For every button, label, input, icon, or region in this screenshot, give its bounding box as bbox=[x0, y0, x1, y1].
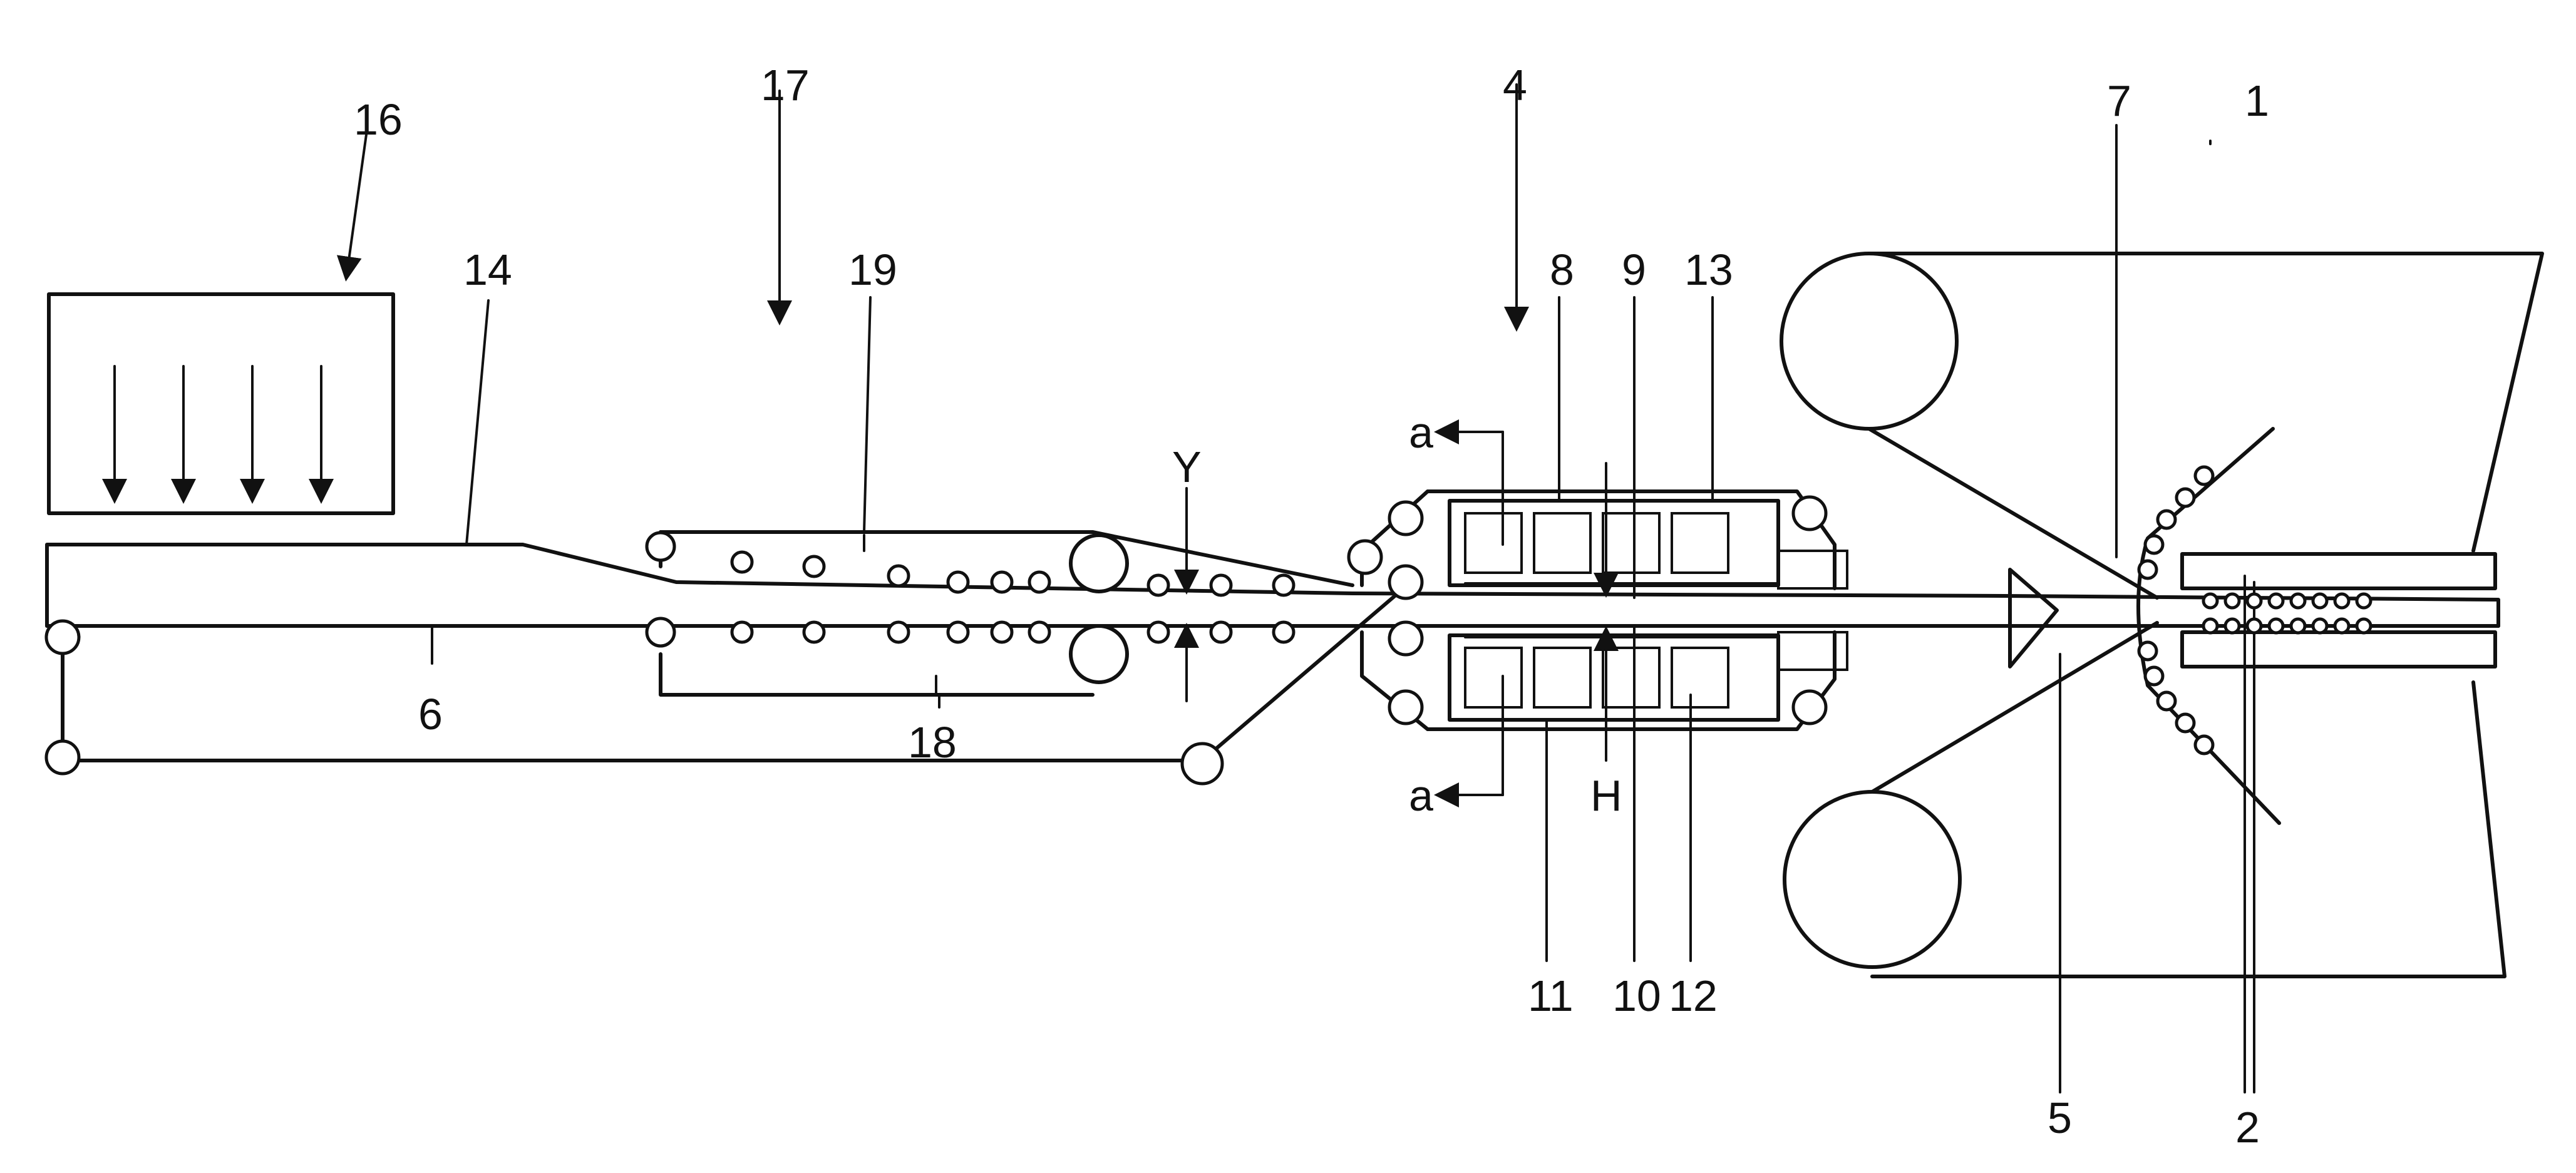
spreader-wedge bbox=[2010, 570, 2057, 667]
label-6: 6 bbox=[418, 690, 443, 739]
prepress-roller-top bbox=[1071, 535, 1127, 592]
conveyor-roller-right bbox=[1182, 744, 1222, 784]
label-4: 4 bbox=[1503, 61, 1527, 110]
pointer-16 bbox=[348, 135, 366, 269]
label-a-bottom: a bbox=[1409, 771, 1433, 820]
label-10: 10 bbox=[1612, 971, 1661, 1020]
press-drum-top bbox=[1781, 254, 1957, 429]
label-2: 2 bbox=[2235, 1103, 2260, 1152]
label-14: 14 bbox=[463, 245, 512, 294]
label-13: 13 bbox=[1684, 245, 1733, 294]
conveyor-roller-left-bottom bbox=[46, 741, 79, 774]
label-18: 18 bbox=[908, 718, 957, 767]
conveyor-roller-left-top bbox=[46, 621, 79, 653]
main-press bbox=[1781, 125, 2542, 1092]
heating-unit bbox=[1349, 85, 1847, 961]
label-16: 16 bbox=[354, 95, 403, 144]
label-11: 11 bbox=[1528, 971, 1574, 1020]
pointer-14 bbox=[466, 300, 488, 545]
label-1: 1 bbox=[2245, 76, 2269, 125]
press-drum-bottom bbox=[1785, 792, 1960, 967]
spreading-box bbox=[49, 294, 393, 513]
label-17: 17 bbox=[761, 61, 810, 110]
label-a-top: a bbox=[1409, 408, 1433, 457]
label-5: 5 bbox=[2048, 1094, 2072, 1142]
label-7: 7 bbox=[2107, 76, 2131, 125]
spreading-unit bbox=[49, 135, 393, 513]
bottom-conveyor bbox=[46, 595, 1396, 784]
label-9: 9 bbox=[1622, 245, 1646, 294]
label-8: 8 bbox=[1550, 245, 1574, 294]
upper-die bbox=[2182, 554, 2495, 588]
lower-die bbox=[2182, 632, 2495, 667]
prepress-unit bbox=[647, 91, 1352, 701]
reference-labels: 1 2 4 5 6 7 8 9 10 11 12 13 14 16 17 18 … bbox=[354, 61, 2269, 1152]
label-h: H bbox=[1590, 771, 1622, 820]
label-12: 12 bbox=[1669, 971, 1718, 1020]
pointer-19 bbox=[864, 297, 870, 532]
label-19: 19 bbox=[848, 245, 897, 294]
prepress-roller-bottom bbox=[1071, 626, 1127, 682]
label-y: Y bbox=[1172, 443, 1202, 491]
